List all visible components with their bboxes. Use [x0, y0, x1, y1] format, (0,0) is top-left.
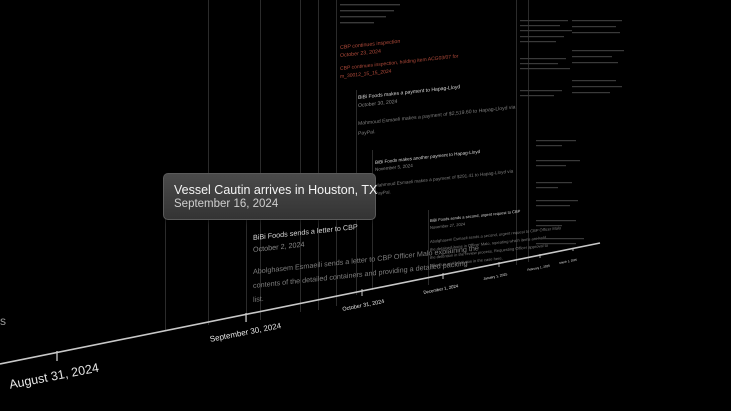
timeline-guide-line: [260, 0, 261, 320]
timeline-guide-line: [300, 0, 301, 312]
tooltip-title: Vessel Cautin arrives in Houston, TX: [174, 183, 378, 197]
timeline-guide-line: [372, 150, 373, 290]
event-tooltip: Vessel Cautin arrives in Houston, TX Sep…: [163, 173, 378, 220]
tooltip-date: September 16, 2024: [174, 198, 279, 210]
timeline-guide-line: [208, 0, 209, 325]
timeline-guide-line: [318, 0, 319, 310]
timeline-guide-line: [428, 210, 429, 285]
timeline-guide-line: [336, 0, 337, 306]
timeline-guide-line: [165, 190, 166, 330]
axis-line: [0, 242, 601, 365]
timeline-guide-line: [516, 0, 517, 265]
timeline-guide-line: [246, 200, 247, 322]
left-edge-text: s: [0, 314, 6, 328]
timeline-guide-line: [528, 0, 529, 262]
